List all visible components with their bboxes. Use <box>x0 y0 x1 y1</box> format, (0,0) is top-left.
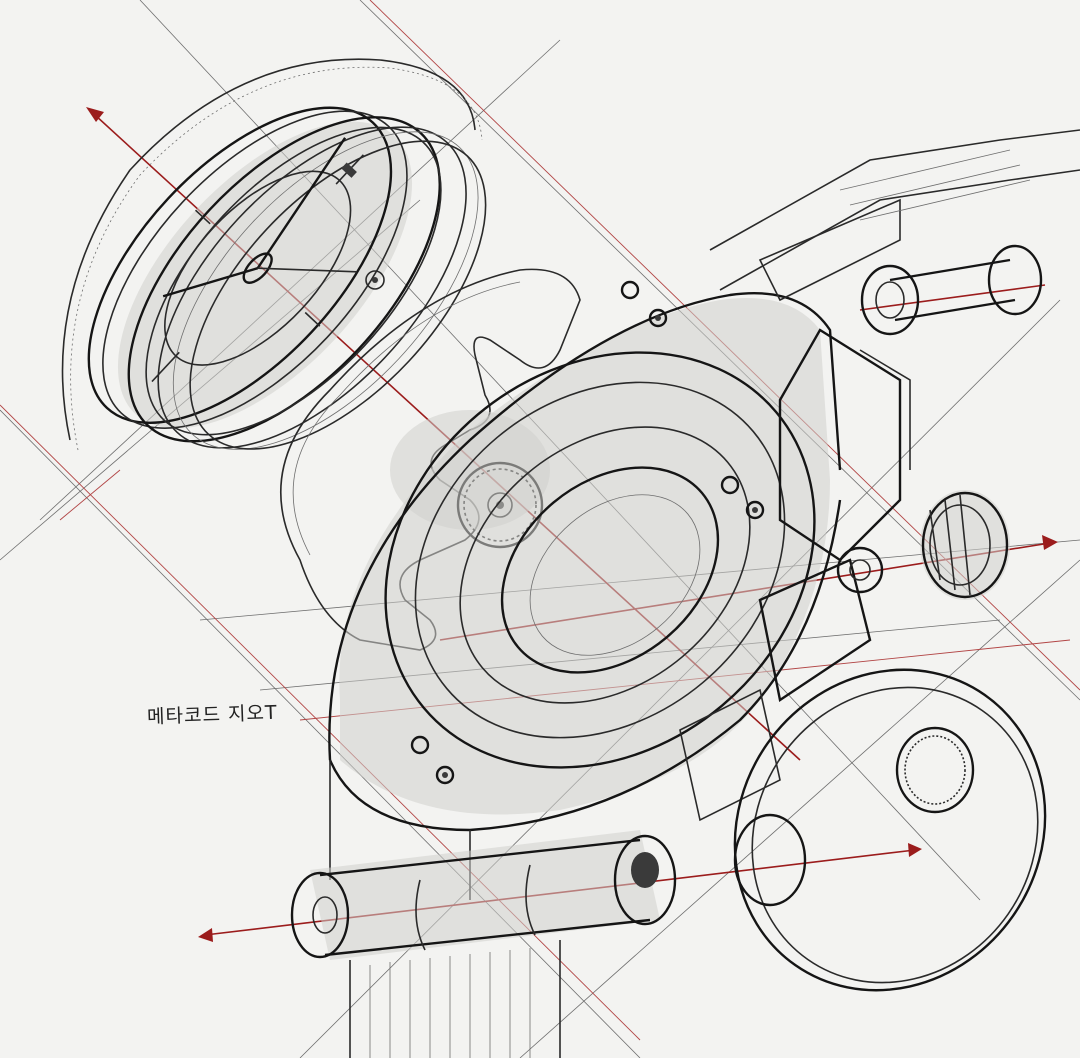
screws <box>365 270 765 785</box>
bezel-ring <box>61 58 483 451</box>
dial-and-crystal <box>87 106 487 450</box>
watch-case <box>328 291 842 900</box>
spring-bar-bottom <box>290 830 677 1058</box>
crown <box>836 490 1010 600</box>
caseback <box>733 668 1047 992</box>
spring-bar-top <box>860 244 1043 336</box>
artist-signature: 메타코드 지오T <box>146 701 278 729</box>
